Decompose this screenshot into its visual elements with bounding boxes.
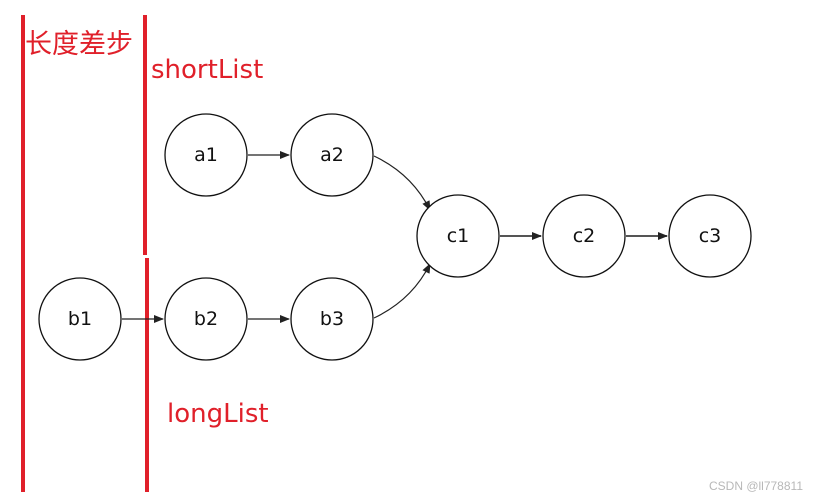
edge-a2-c1 [373,155,431,211]
node-c3-label: c3 [699,225,722,247]
edges [122,151,668,323]
node-b1-label: b1 [68,308,92,330]
node-a1-circle [164,113,248,197]
node-c3: c3 [668,194,752,278]
edge-b3-c1 [373,263,431,319]
length-difference-label: 长度差步 [25,29,133,60]
node-b2-label: b2 [194,308,218,330]
node-b3: b3 [290,277,374,361]
long-list-label: longList [167,399,269,429]
node-c2-label: c2 [573,225,596,247]
node-b2: b2 [164,277,248,361]
node-a2-circle [290,113,374,197]
csdn-watermark: CSDN @ll778811 [708,479,803,493]
node-a1-label: a1 [194,144,218,166]
node-c1: c1 [416,194,500,278]
node-c2-circle [542,194,626,278]
node-b2-circle [164,277,248,361]
node-a2-label: a2 [320,144,344,166]
node-c1-label: c1 [447,225,470,247]
node-a1: a1 [164,113,248,197]
node-c2: c2 [542,194,626,278]
node-b3-circle [290,277,374,361]
node-b1: b1 [38,277,122,361]
node-b3-label: b3 [320,308,344,330]
node-c3-circle [668,194,752,278]
node-c1-circle [416,194,500,278]
node-a2: a2 [290,113,374,197]
node-b1-circle [38,277,122,361]
short-list-label: shortList [151,55,263,85]
